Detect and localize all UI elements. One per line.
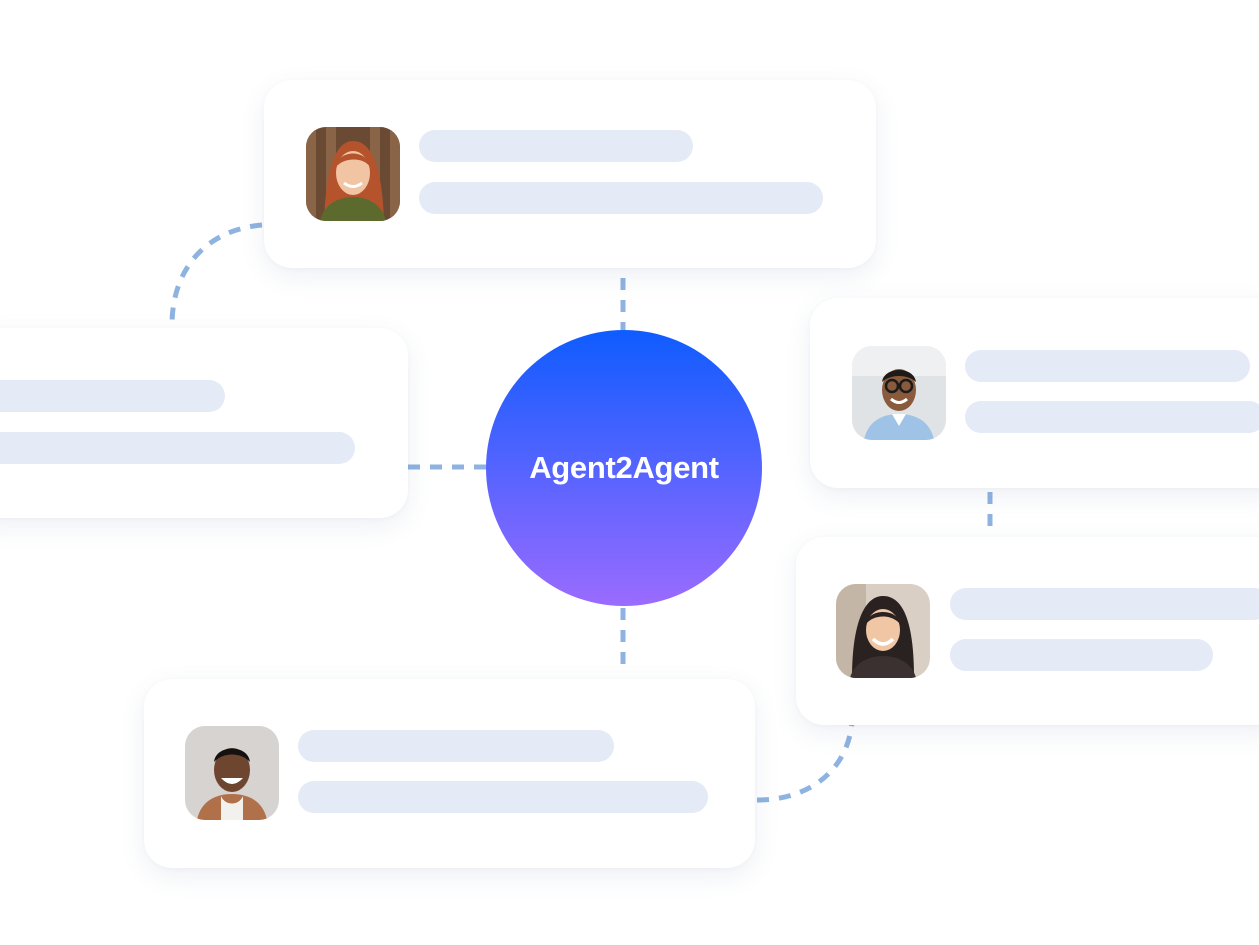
woman-dark-hair-avatar: [836, 584, 930, 678]
placeholder-bar: [298, 730, 614, 762]
agent-card-right-upper: [810, 298, 1259, 488]
agent-card-left: [0, 328, 408, 518]
placeholder-bar: [0, 432, 355, 464]
agent-card-right-lower: [796, 537, 1259, 725]
placeholder-bar: [419, 182, 823, 214]
hub-label: Agent2Agent: [529, 450, 719, 485]
placeholder-bar: [298, 781, 708, 813]
placeholder-bar: [965, 350, 1250, 382]
man-glasses-avatar: [852, 346, 946, 440]
placeholder-bar: [950, 588, 1259, 620]
agent2agent-hub: Agent2Agent: [486, 330, 762, 606]
agent-card-top: [264, 80, 876, 268]
agent-card-bottom: [144, 679, 755, 868]
man-smiling-avatar: [185, 726, 279, 820]
connector-bottom-right-curve: [756, 721, 855, 803]
placeholder-bar: [965, 401, 1259, 433]
woman-red-hair-avatar: [306, 127, 400, 221]
connector-top-left-curve: [169, 222, 263, 326]
placeholder-bar: [419, 130, 693, 162]
placeholder-bar: [950, 639, 1213, 671]
placeholder-bar: [0, 380, 225, 412]
